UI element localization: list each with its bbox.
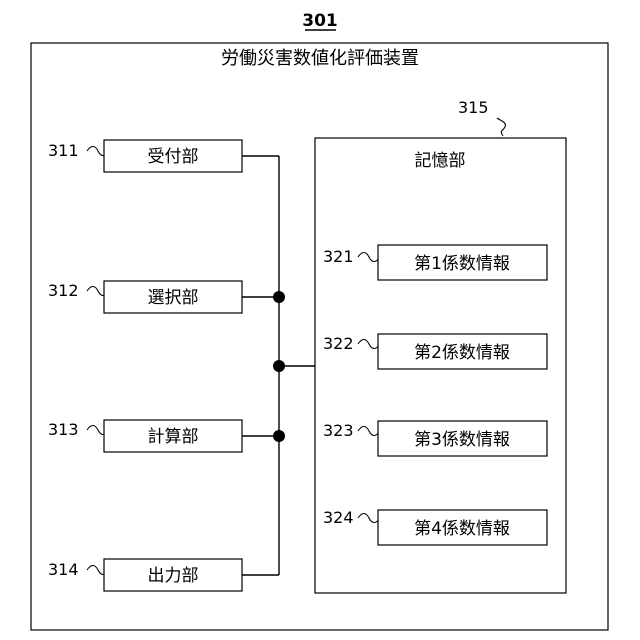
junction-dot [273,430,285,442]
storage-item-label: 第2係数情報 [414,343,510,363]
storage-item-ref-label: 321 [323,247,354,266]
junction-dot [273,291,285,303]
storage-item-ref-label: 323 [323,421,354,440]
storage-item-ref-label: 324 [323,508,354,527]
unit-label: 選択部 [148,288,199,308]
storage-ref-label: 315 [458,98,489,117]
device-title: 労働災害数値化評価装置 [221,48,419,69]
unit-ref-label: 313 [48,420,79,439]
unit-ref-label: 312 [48,281,79,300]
unit-312: 312 選択部 [48,281,242,313]
unit-314: 314 出力部 [48,559,242,591]
unit-311: 311 受付部 [48,140,242,172]
storage-label: 記憶部 [415,151,466,171]
unit-313: 313 計算部 [48,420,242,452]
storage-item-label: 第3係数情報 [414,430,510,450]
unit-ref-label: 314 [48,560,79,579]
storage-ref-leader [497,118,505,136]
figure-ref-label: 301 [302,11,338,31]
unit-label: 受付部 [148,147,199,167]
unit-label: 出力部 [148,566,199,586]
unit-label: 計算部 [148,427,199,447]
unit-ref-label: 311 [48,141,79,160]
storage-item-label: 第1係数情報 [414,254,510,274]
storage-item-label: 第4係数情報 [414,519,510,539]
storage-item-ref-label: 322 [323,334,354,353]
junction-dot [273,360,285,372]
